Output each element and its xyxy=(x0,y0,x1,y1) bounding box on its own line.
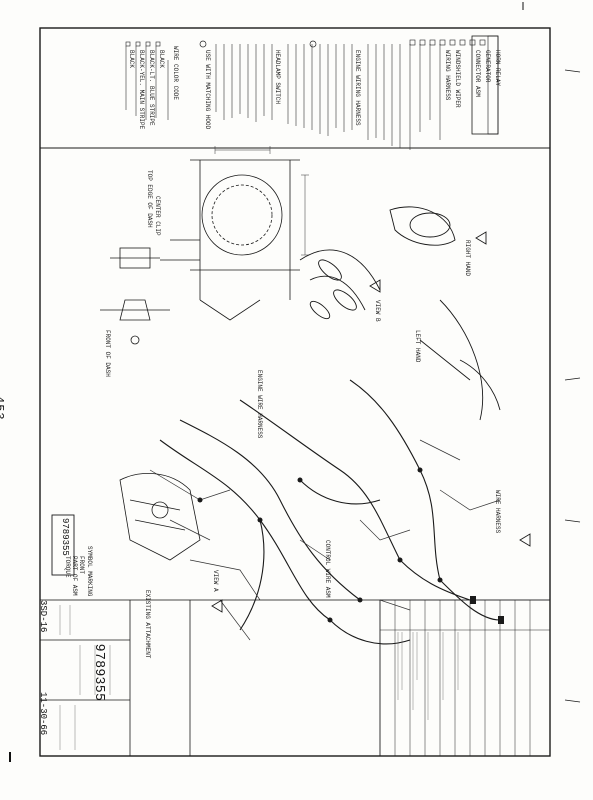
notes-column-1 xyxy=(367,44,441,150)
legend-entry: BLACK xyxy=(128,50,135,69)
legend-entry: BLACK-LT. BLUE STRIPE xyxy=(148,50,155,126)
legend-entry: BLACK-YEL. MAIN STRIPE xyxy=(138,50,145,130)
note-marker-1 xyxy=(309,40,317,48)
drawing-number-small: 9789355 xyxy=(60,518,70,556)
callout: EXISTING ATTACHMENT xyxy=(144,590,151,659)
legend-entry: BLACK xyxy=(158,50,165,69)
callout: CENTER CLIP xyxy=(154,196,161,236)
drawing-date: 11-30-66 xyxy=(38,692,48,736)
callout: RIGHT HAND xyxy=(464,240,471,277)
revision-table-scribbles xyxy=(397,632,459,720)
callout: ENGINE WIRE HARNESS xyxy=(256,370,263,439)
notes-item: CONNECTOR ASM xyxy=(474,50,481,97)
symbol-item: FRONT xyxy=(78,556,85,575)
drawing-number-box xyxy=(51,514,75,576)
notes-item: WINDSHIELD WIPER xyxy=(454,50,461,108)
notes-item: HEADLAMP SWITCH xyxy=(274,50,281,105)
connectors xyxy=(197,467,504,624)
engine-outline xyxy=(119,473,201,561)
title-block-scribbles xyxy=(59,605,111,750)
notes-column-3 xyxy=(215,44,273,122)
wire-color-code-lines xyxy=(125,46,169,120)
body-perspective xyxy=(299,206,501,421)
legend-title: WIRE COLOR CODE xyxy=(172,46,179,101)
view-arrows xyxy=(211,231,531,613)
legend-checkboxes xyxy=(125,41,161,47)
drawing-number: 9789355 xyxy=(93,644,108,702)
callout: CONTROL WIRE ASM xyxy=(324,540,331,598)
notes-item: WIRING HARNESS xyxy=(444,50,451,101)
callout: TOP EDGE OF DASH xyxy=(146,170,153,228)
notes-item: GENERATOR xyxy=(484,50,491,83)
callout: VIEW B xyxy=(374,300,381,322)
sheet-border xyxy=(39,27,551,757)
dash-section-view xyxy=(160,159,300,321)
symbol-item: PART OF ASM xyxy=(71,556,78,596)
clip-detail xyxy=(100,247,170,345)
note-marker-2 xyxy=(199,40,207,48)
callout: WIRE HARNESS xyxy=(494,490,501,534)
notes-column-2 xyxy=(287,44,353,136)
callout: FRONT OF DASH xyxy=(104,330,111,377)
margin-marks xyxy=(564,69,581,703)
dimension-lines xyxy=(214,146,309,256)
wire-harness-routing xyxy=(159,379,501,645)
title-block xyxy=(39,599,551,757)
notes-header: USE WITH MATCHING HOOD xyxy=(204,50,211,130)
page-number: 453 xyxy=(0,396,6,421)
callout: VIEW A xyxy=(212,570,219,592)
harness-branches xyxy=(149,439,501,641)
notes-item: HORN RELAY xyxy=(494,50,501,87)
notes-item: ENGINE WIRING HARNESS xyxy=(354,50,361,126)
symbol-item: TORQUE xyxy=(64,556,71,578)
callout: LEFT HAND xyxy=(414,330,421,363)
symbols-title: SYMBOL MARKING xyxy=(86,546,93,597)
item-marker-boxes xyxy=(409,39,486,46)
legend-header-box xyxy=(487,35,499,135)
model-code: 3SD-16 xyxy=(38,600,48,633)
revision-table xyxy=(379,599,551,757)
